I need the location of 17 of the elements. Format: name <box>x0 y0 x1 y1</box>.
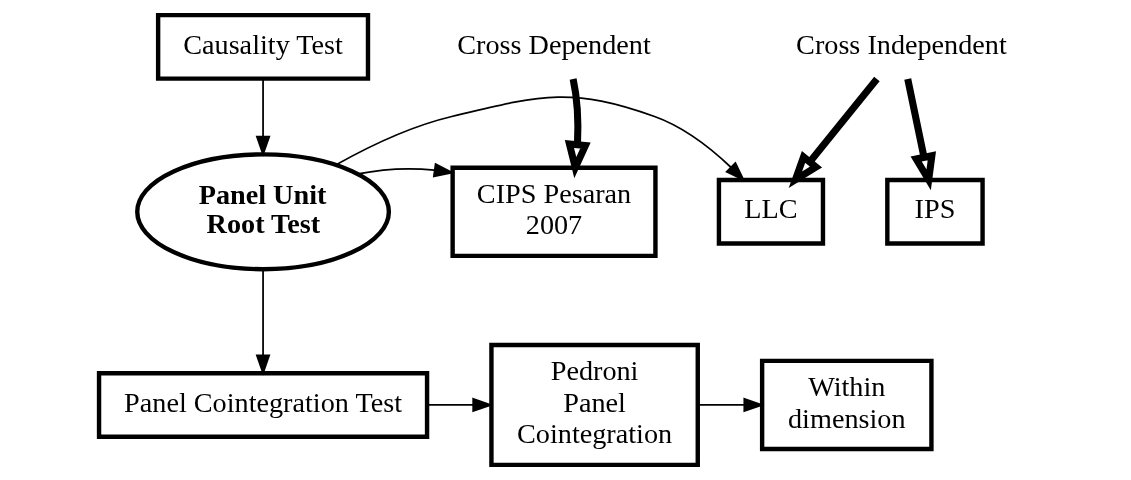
node-box: CIPS Pesaran 2007 <box>450 165 658 259</box>
arrow <box>564 78 591 179</box>
node-box: IPS <box>885 177 985 246</box>
node-text: Cross Dependent <box>457 28 651 60</box>
node-box: Causality Test <box>155 12 371 81</box>
node-box: Pedroni Panel Cointegration <box>489 342 700 468</box>
arrow <box>255 268 271 376</box>
arrow <box>357 162 455 178</box>
node-box: LLC <box>716 177 826 246</box>
arrow <box>697 397 765 413</box>
node-text: Cross Independent <box>796 28 1007 60</box>
arrow <box>904 78 936 191</box>
node-ellipse: Panel Unit Root Test <box>135 152 392 272</box>
node-box: Within dimension <box>759 358 934 452</box>
arrow <box>788 76 880 189</box>
arrow <box>255 78 271 157</box>
node-box: Panel Cointegration Test <box>96 371 430 439</box>
